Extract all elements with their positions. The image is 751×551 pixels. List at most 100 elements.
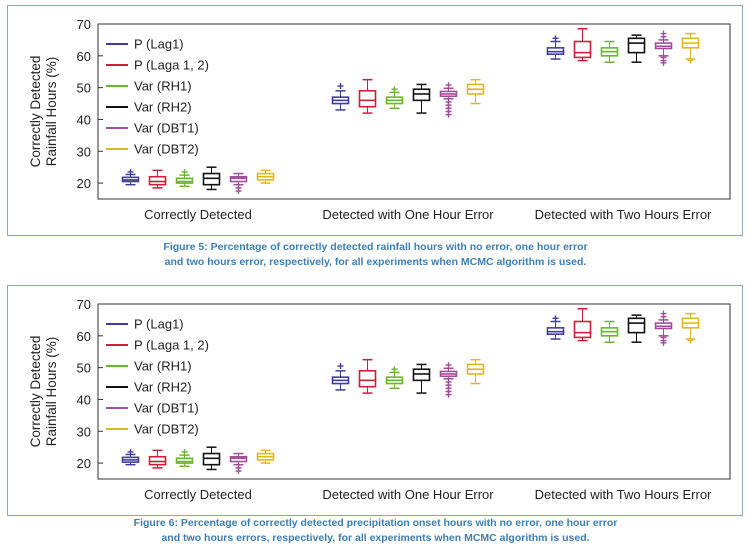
box-iqr — [627, 317, 646, 334]
y-tick-label: 40 — [77, 392, 91, 407]
x-category-label: Correctly Detected — [144, 487, 252, 502]
x-category-label: Correctly Detected — [144, 207, 252, 222]
figure-5-caption-line-1: Figure 5: Percentage of correctly detect… — [163, 241, 588, 253]
y-axis-label-line-2: Rainfall Hours (%) — [44, 57, 59, 167]
box-1 — [546, 35, 565, 60]
box-5 — [229, 452, 248, 475]
legend-label-2: P (Laga 1, 2) — [134, 58, 209, 73]
legend-label-2: P (Laga 1, 2) — [134, 338, 209, 353]
box-6 — [681, 312, 700, 344]
outlier-marker — [445, 362, 452, 369]
box-6 — [256, 169, 275, 184]
legend-label-4: Var (RH2) — [134, 100, 192, 115]
outlier-marker — [660, 59, 667, 66]
box-1 — [331, 83, 350, 111]
figure-5-caption: Figure 5: Percentage of correctly detect… — [0, 240, 751, 270]
y-tick-label: 20 — [77, 176, 91, 191]
box-5 — [654, 310, 673, 346]
x-category-label: Detected with One Hour Error — [322, 487, 494, 502]
y-axis-label-line-2: Rainfall Hours (%) — [44, 337, 59, 447]
box-5 — [439, 82, 458, 118]
outlier-marker — [445, 391, 452, 398]
outlier-marker — [552, 315, 559, 322]
x-category-label: Detected with Two Hours Error — [535, 207, 712, 222]
box-3 — [175, 168, 194, 188]
box-iqr — [627, 37, 646, 54]
outlier-marker — [391, 366, 398, 373]
box-3 — [175, 448, 194, 468]
outlier-marker — [687, 337, 694, 344]
legend-label-5: Var (DBT1) — [134, 121, 199, 136]
y-tick-label: 70 — [77, 17, 91, 32]
legend-label-4: Var (RH2) — [134, 380, 192, 395]
y-tick-label: 60 — [77, 49, 91, 64]
box-2 — [358, 78, 377, 114]
y-tick-label: 20 — [77, 456, 91, 471]
legend-label-3: Var (RH1) — [134, 79, 192, 94]
box-iqr — [358, 90, 377, 108]
box-iqr — [573, 320, 592, 339]
box-1 — [121, 448, 140, 466]
y-axis-label-line-1: Correctly Detected — [28, 56, 43, 168]
x-category-label: Detected with One Hour Error — [322, 207, 494, 222]
box-4 — [627, 314, 646, 343]
y-tick-label: 30 — [77, 424, 91, 439]
box-6 — [466, 78, 485, 105]
outlier-marker — [660, 339, 667, 346]
plot-frame — [97, 303, 731, 480]
outlier-marker — [235, 188, 242, 195]
outlier-marker — [127, 168, 134, 175]
box-2 — [148, 169, 167, 189]
legend-label-6: Var (DBT2) — [134, 142, 199, 157]
outlier-marker — [337, 83, 344, 90]
box-4 — [202, 446, 221, 471]
box-6 — [466, 358, 485, 385]
outlier-marker — [235, 468, 242, 475]
box-3 — [385, 86, 404, 110]
box-1 — [121, 168, 140, 186]
outlier-marker — [127, 448, 134, 455]
box-4 — [202, 166, 221, 191]
plot-frame — [97, 23, 731, 200]
y-tick-label: 60 — [77, 329, 91, 344]
box-5 — [439, 362, 458, 398]
box-3 — [600, 40, 619, 63]
figure-6-caption-line-1: Figure 6: Percentage of correctly detect… — [133, 517, 618, 529]
y-tick-label: 40 — [77, 112, 91, 127]
box-5 — [229, 172, 248, 195]
outlier-marker — [337, 363, 344, 370]
outlier-marker — [552, 35, 559, 42]
box-3 — [600, 320, 619, 343]
box-5 — [654, 30, 673, 66]
legend-label-5: Var (DBT1) — [134, 401, 199, 416]
legend-label-1: P (Lag1) — [134, 317, 184, 332]
box-2 — [148, 449, 167, 469]
box-3 — [385, 366, 404, 390]
outlier-marker — [181, 168, 188, 175]
y-tick-label: 50 — [77, 81, 91, 96]
box-2 — [358, 358, 377, 394]
y-tick-label: 30 — [77, 144, 91, 159]
outlier-marker — [391, 86, 398, 93]
box-iqr — [573, 40, 592, 59]
box-1 — [546, 315, 565, 340]
outlier-marker — [445, 111, 452, 118]
box-1 — [331, 363, 350, 391]
legend-label-1: P (Lag1) — [134, 37, 184, 52]
box-2 — [573, 28, 592, 62]
box-4 — [412, 83, 431, 114]
legend-label-3: Var (RH1) — [134, 359, 192, 374]
figure-6-caption-line-2: and two hours errors, respectively, for … — [161, 532, 590, 544]
outlier-marker — [687, 57, 694, 64]
box-2 — [573, 308, 592, 342]
outlier-marker — [445, 82, 452, 89]
box-4 — [412, 363, 431, 394]
y-axis-label-line-1: Correctly Detected — [28, 336, 43, 448]
figure-5-caption-line-2: and two hours error, respectively, for a… — [164, 256, 587, 268]
box-6 — [681, 32, 700, 64]
y-tick-label: 70 — [77, 297, 91, 312]
box-4 — [627, 34, 646, 63]
